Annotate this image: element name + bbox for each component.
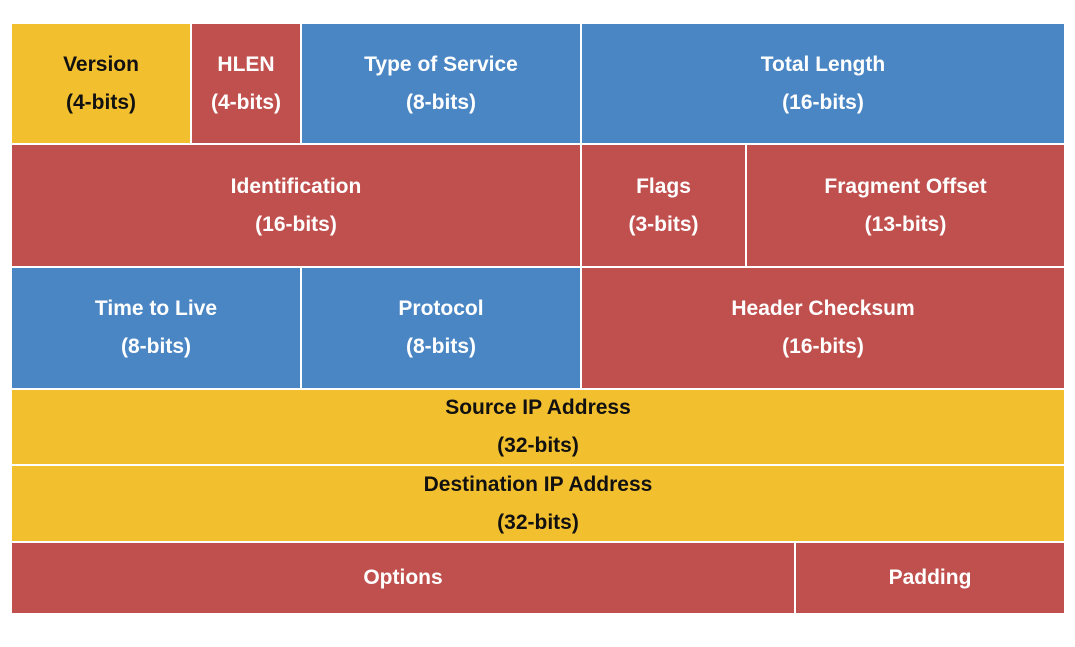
field-destination-ip-address-name: Destination IP Address bbox=[423, 472, 653, 496]
field-source-ip-address-name: Source IP Address bbox=[445, 396, 631, 419]
field-type-of-service: Type of Service (8-bits) bbox=[302, 24, 582, 145]
field-flags-size: (3-bits) bbox=[628, 212, 699, 236]
field-fragment-offset: Fragment Offset (13-bits) bbox=[747, 145, 1064, 268]
header-row-3: Time to Live (8-bits) Protocol (8-bits) … bbox=[12, 268, 1064, 390]
header-row-2: Identification (16-bits) Flags (3-bits) … bbox=[12, 145, 1064, 268]
field-hlen-name: HLEN bbox=[217, 52, 275, 76]
field-protocol-size: (8-bits) bbox=[406, 335, 476, 358]
field-padding-name: Padding bbox=[888, 566, 972, 589]
field-version-name: Version bbox=[63, 52, 139, 76]
header-row-6: Options Padding bbox=[12, 543, 1064, 613]
field-identification: Identification (16-bits) bbox=[12, 145, 582, 268]
field-destination-ip-address-size: (32-bits) bbox=[497, 510, 579, 534]
field-type-of-service-name: Type of Service bbox=[364, 52, 518, 76]
field-time-to-live-size: (8-bits) bbox=[121, 335, 191, 358]
field-version: Version (4-bits) bbox=[12, 24, 192, 145]
field-total-length: Total Length (16-bits) bbox=[582, 24, 1064, 145]
field-flags-name: Flags bbox=[636, 174, 691, 198]
field-padding: Padding bbox=[796, 543, 1064, 613]
header-row-5: Destination IP Address (32-bits) bbox=[12, 466, 1064, 543]
field-time-to-live-name: Time to Live bbox=[94, 297, 218, 320]
field-source-ip-address: Source IP Address (32-bits) bbox=[12, 390, 1064, 466]
field-protocol-name: Protocol bbox=[398, 297, 484, 320]
field-fragment-offset-size: (13-bits) bbox=[864, 212, 947, 236]
ip-header-diagram: Version (4-bits) HLEN (4-bits) Type of S… bbox=[12, 24, 1064, 613]
header-row-4: Source IP Address (32-bits) bbox=[12, 390, 1064, 466]
field-source-ip-address-size: (32-bits) bbox=[497, 434, 579, 457]
field-options-name: Options bbox=[363, 566, 443, 589]
field-protocol: Protocol (8-bits) bbox=[302, 268, 582, 390]
field-header-checksum: Header Checksum (16-bits) bbox=[582, 268, 1064, 390]
field-version-size: (4-bits) bbox=[66, 90, 136, 114]
field-identification-name: Identification bbox=[230, 174, 362, 198]
field-time-to-live: Time to Live (8-bits) bbox=[12, 268, 302, 390]
field-options: Options bbox=[12, 543, 796, 613]
field-hlen-size: (4-bits) bbox=[211, 90, 281, 114]
field-total-length-size: (16-bits) bbox=[782, 90, 864, 114]
field-header-checksum-name: Header Checksum bbox=[731, 297, 915, 320]
field-total-length-name: Total Length bbox=[760, 52, 886, 76]
field-identification-size: (16-bits) bbox=[255, 212, 337, 236]
field-flags: Flags (3-bits) bbox=[582, 145, 747, 268]
field-type-of-service-size: (8-bits) bbox=[406, 90, 476, 114]
field-destination-ip-address: Destination IP Address (32-bits) bbox=[12, 466, 1064, 543]
header-row-1: Version (4-bits) HLEN (4-bits) Type of S… bbox=[12, 24, 1064, 145]
field-header-checksum-size: (16-bits) bbox=[782, 335, 864, 358]
field-hlen: HLEN (4-bits) bbox=[192, 24, 302, 145]
field-fragment-offset-name: Fragment Offset bbox=[824, 174, 987, 198]
